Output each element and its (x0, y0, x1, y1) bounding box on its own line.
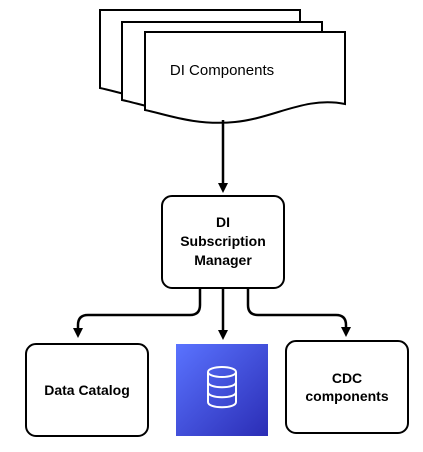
manager-line-1: DI (216, 214, 230, 230)
arrow-manager-to-cdc (246, 288, 351, 337)
data-catalog-node: Data Catalog (25, 343, 149, 437)
database-node (176, 344, 268, 436)
di-components-document-stack: DI Components (99, 9, 346, 124)
manager-line-2: Subscription (180, 233, 266, 249)
data-catalog-label: Data Catalog (44, 382, 130, 398)
cdc-line-2: components (305, 388, 388, 404)
manager-line-3: Manager (194, 252, 252, 268)
arrow-manager-to-data-catalog (73, 288, 202, 338)
di-components-label: DI Components (170, 62, 274, 79)
database-tile (176, 344, 268, 436)
document-front (144, 31, 346, 124)
cdc-components-node: CDC components (285, 340, 409, 434)
subscription-manager-node: DI Subscription Manager (161, 195, 285, 289)
database-icon (207, 366, 237, 409)
cdc-line-1: CDC (332, 370, 362, 386)
data-catalog-box (25, 343, 149, 437)
cdc-components-box (285, 340, 409, 434)
